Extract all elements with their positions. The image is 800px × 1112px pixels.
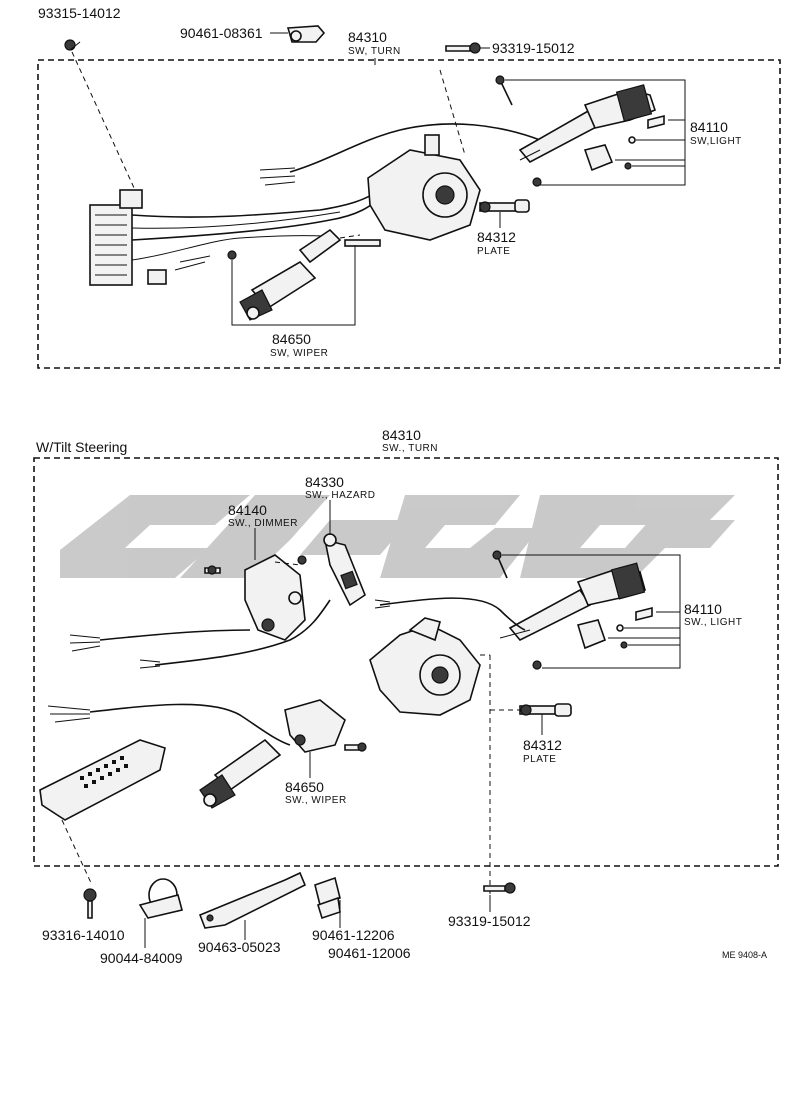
wiper-switch-upper	[227, 228, 381, 321]
label-84312-upper: 84312	[477, 229, 516, 245]
name-84110-lower: SW., LIGHT	[684, 617, 742, 628]
label-84650-lower: 84650	[285, 779, 324, 795]
label-93316-14010: 93316-14010	[42, 927, 125, 943]
screw-93315-14012	[64, 39, 81, 51]
hazard-switch	[323, 533, 366, 607]
name-84140: SW., DIMMER	[228, 518, 298, 529]
name-84650-lower: SW., WIPER	[285, 795, 347, 806]
upper-assembly: 93315-14012 90461-08361 84310 SW, TURN 9…	[37, 5, 781, 369]
section-heading: W/Tilt Steering	[36, 439, 127, 455]
label-84110-upper: 84110	[690, 119, 728, 135]
screw-93319-15012-lower	[483, 882, 516, 894]
name-84110-upper: SW,LIGHT	[690, 136, 742, 147]
connector-block-upper	[89, 189, 167, 286]
label-90461-12006: 90461-12006	[328, 945, 411, 961]
name-84310-upper: SW, TURN	[348, 46, 401, 57]
name-84312-lower: PLATE	[523, 754, 556, 765]
wiper-switch-lower	[199, 699, 346, 809]
turn-switch-body-lower	[369, 617, 481, 716]
light-switch-lever-upper	[518, 84, 656, 164]
screw-93319-15012-upper	[445, 42, 481, 54]
name-84310-lower: SW., TURN	[382, 443, 438, 454]
label-90044-84009: 90044-84009	[100, 950, 183, 966]
plate-84312-upper	[479, 199, 530, 213]
label-84110-lower: 84110	[684, 601, 722, 617]
bracket-90463-05023	[198, 871, 307, 929]
lower-assembly-box	[33, 457, 779, 867]
clips-90461-12206-12006	[314, 876, 341, 920]
light-switch-lever-lower	[499, 562, 646, 641]
label-84310-upper: 84310	[348, 29, 387, 45]
label-84650-upper: 84650	[272, 331, 311, 347]
light-switch-parts-lower	[492, 550, 653, 670]
light-switch-parts-upper	[495, 75, 665, 187]
label-84330: 84330	[305, 474, 344, 490]
figure-code: ME 9408-A	[722, 950, 767, 960]
label-93315-14012: 93315-14012	[38, 5, 121, 21]
label-90461-08361: 90461-08361	[180, 25, 263, 41]
name-84312-upper: PLATE	[477, 246, 510, 257]
label-90463-05023: 90463-05023	[198, 939, 281, 955]
screw-wiper-lower	[344, 742, 367, 752]
name-84650-upper: SW, WIPER	[270, 348, 328, 359]
plate-84312-lower	[519, 703, 572, 717]
lower-assembly: W/Tilt Steering	[33, 427, 779, 966]
label-84310-lower: 84310	[382, 427, 421, 443]
clamp-90044-84009	[138, 878, 183, 948]
label-84140: 84140	[228, 502, 267, 518]
label-93319-15012-upper: 93319-15012	[492, 40, 575, 56]
clip-90461-08361	[286, 25, 326, 43]
connector-block-lower	[39, 739, 166, 821]
turn-switch-body-upper	[367, 134, 481, 241]
name-84330: SW., HAZARD	[305, 490, 376, 501]
label-93319-15012-lower: 93319-15012	[448, 913, 531, 929]
screw-93316-14010	[83, 888, 97, 919]
screw-dimmer	[204, 565, 221, 575]
label-90461-12206: 90461-12206	[312, 927, 395, 943]
dimmer-switch	[244, 554, 307, 641]
label-84312-lower: 84312	[523, 737, 562, 753]
upper-assembly-box	[37, 59, 781, 369]
